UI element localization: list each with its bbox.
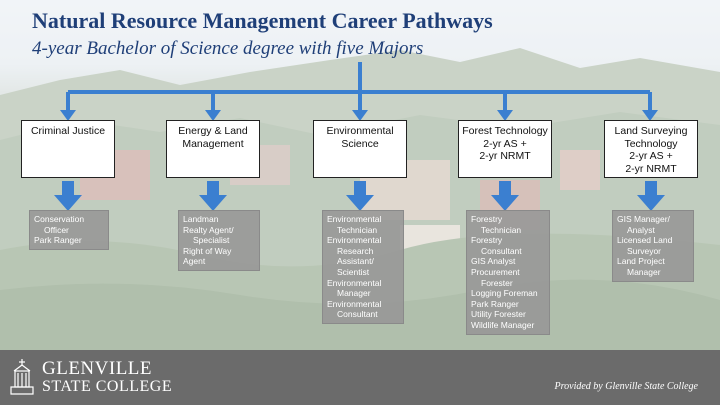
major-label: 2-yr AS +	[629, 150, 673, 162]
provided-by-credit: Provided by Glenville State College	[554, 381, 698, 392]
career-item: Conservation	[34, 214, 85, 224]
arrow-down-icon	[637, 181, 665, 211]
career-item: Specialist	[193, 235, 230, 246]
career-item: Forestry	[471, 214, 503, 224]
career-item: Consultant	[337, 309, 378, 320]
college-name-line1: GLENVILLE	[42, 358, 153, 379]
arrow-down-icon	[54, 181, 82, 211]
career-item: Environmental	[327, 298, 382, 309]
career-item: Forestry	[471, 235, 503, 246]
careers-environmental-science: Environmental Technician Environmental R…	[322, 210, 404, 324]
career-item: Environmental	[327, 235, 382, 246]
major-box-forest-technology: Forest Technology 2-yr AS + 2-yr NRMT	[458, 120, 552, 178]
major-label: 2-yr NRMT	[625, 162, 677, 175]
career-item: Procurement	[471, 266, 520, 277]
major-label: Technology	[624, 137, 678, 150]
major-label: Forest Technology	[462, 125, 548, 137]
career-item: Forester	[481, 277, 513, 288]
major-label: Environmental	[326, 125, 394, 137]
major-label: 2-yr NRMT	[479, 150, 531, 162]
connector-lines	[60, 62, 658, 121]
arrow-down-icon	[199, 181, 227, 211]
major-label: Land Surveying	[614, 125, 688, 137]
career-item: Park Ranger	[34, 235, 82, 246]
career-item: Technician	[337, 224, 378, 235]
major-label: Science	[341, 137, 379, 150]
page-title: Natural Resource Management Career Pathw…	[32, 8, 493, 33]
career-item: Surveyor	[627, 245, 662, 256]
career-item: Environmental	[327, 214, 382, 224]
career-item: Manager	[627, 266, 661, 277]
career-item: Logging Foreman	[471, 288, 538, 299]
career-item: GIS Analyst	[471, 256, 516, 267]
career-item: Utility Forester	[471, 309, 526, 320]
major-label: 2-yr AS +	[483, 137, 527, 150]
major-box-environmental-science: Environmental Science	[313, 120, 407, 178]
footer-bar	[0, 350, 720, 405]
careers-criminal-justice: Conservation Officer Park Ranger	[29, 210, 109, 250]
major-label: Criminal Justice	[30, 125, 106, 137]
career-item: Realty Agent/	[183, 224, 234, 235]
page-subtitle: 4-year Bachelor of Science degree with f…	[32, 38, 424, 59]
career-item: Licensed Land	[617, 235, 673, 246]
career-item: Scientist	[337, 266, 370, 277]
major-label: Management	[182, 137, 244, 150]
career-item: Officer	[44, 224, 69, 235]
arrow-down-icon	[346, 181, 374, 211]
arrow-down-icon	[491, 181, 519, 211]
major-box-criminal-justice: Criminal Justice	[21, 120, 115, 178]
college-seal-icon	[10, 359, 34, 395]
career-item: GIS Manager/	[617, 214, 670, 224]
career-item: Environmental	[327, 277, 382, 288]
career-item: Wildlife Manager	[471, 319, 535, 330]
career-item: Assistant/	[337, 256, 374, 267]
career-item: Technician	[481, 224, 522, 235]
careers-energy-land-management: Landman Realty Agent/ Specialist Right o…	[178, 210, 260, 271]
careers-land-surveying-technology: GIS Manager/ Analyst Licensed Land Surve…	[612, 210, 694, 282]
career-item: Park Ranger	[471, 298, 519, 309]
careers-forest-technology: Forestry Technician Forestry Consultant …	[466, 210, 550, 335]
college-name-line2: STATE COLLEGE	[42, 378, 173, 395]
career-item: Land Project	[617, 256, 665, 267]
major-label: Energy & Land	[178, 125, 248, 137]
career-item: Manager	[337, 288, 371, 299]
career-item: Research	[337, 245, 374, 256]
career-item: Landman	[183, 214, 219, 224]
major-box-energy-land-management: Energy & Land Management	[166, 120, 260, 178]
career-item: Consultant	[481, 245, 522, 256]
major-box-land-surveying-technology: Land Surveying Technology 2-yr AS + 2-yr…	[604, 120, 698, 178]
career-item: Analyst	[627, 224, 655, 235]
career-item: Right of Way Agent	[183, 245, 232, 267]
